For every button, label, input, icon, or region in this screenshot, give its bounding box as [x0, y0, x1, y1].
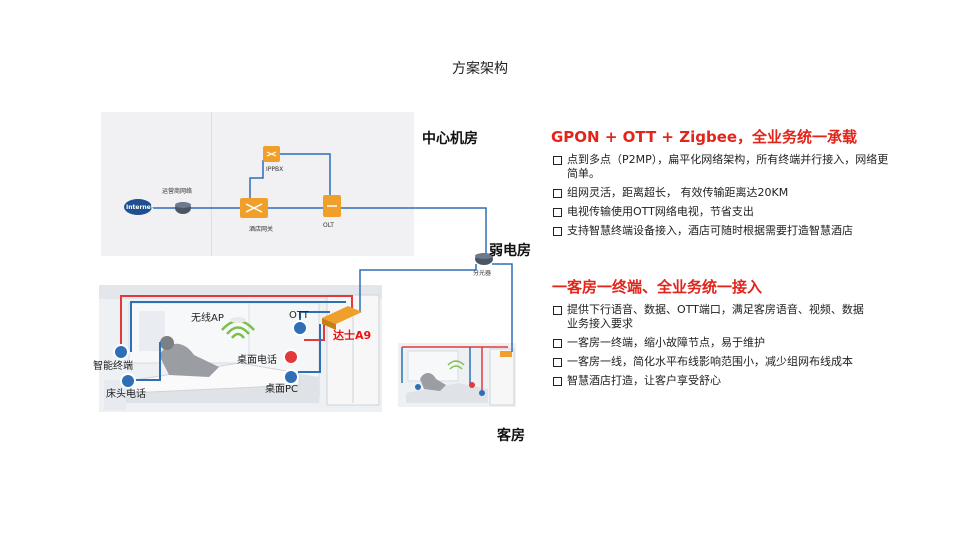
- section1-heading: GPON + OTT + Zigbee，全业务统一承载: [551, 128, 858, 146]
- central-room-panel: [101, 112, 414, 256]
- section2-bullet: 一客房一终端，缩小故障节点，易于维护: [552, 336, 872, 350]
- link-ippbx-olt: [280, 153, 331, 195]
- ott-endpoint-icon: [292, 320, 308, 336]
- smart-terminal-label: 智能终端: [93, 361, 133, 372]
- cable-phone: [304, 322, 325, 341]
- section1-bullet: 点到多点（P2MP），扁平化网络架构，所有终端并行接入，网络更简单。: [552, 153, 892, 181]
- section2-bullet-list: 提供下行语音、数据、OTT端口，满足客房语音、视频、数据业务接入要求 一客房一终…: [552, 303, 872, 393]
- carrier-network-label: 运营商网络: [162, 188, 193, 195]
- wireless-ap-label: 无线AP: [191, 313, 224, 324]
- ippbx-arrows-icon: [266, 151, 277, 157]
- desk-phone-endpoint-icon: [283, 349, 299, 365]
- a9-terminal-side-icon: [322, 318, 336, 330]
- wifi-arc-inner-icon: [231, 332, 245, 339]
- cable-blue-top: [130, 301, 346, 352]
- ippbx-label: IPPBX: [266, 166, 284, 173]
- section2-heading: 一客房一终端、全业务统一接入: [552, 278, 763, 296]
- link-splitter-room-small: [492, 263, 513, 352]
- zone-label-weak-room: 弱电房: [489, 243, 531, 259]
- section2-bullet: 智慧酒店打造，让客户享受舒心: [552, 374, 872, 388]
- internet-cloud-icon: [124, 199, 152, 215]
- link-olt-splitter: [340, 207, 487, 254]
- desk-phone-label: 桌面电话: [237, 355, 277, 366]
- bedside-phone-endpoint-icon: [120, 373, 136, 389]
- panel-divider: [211, 112, 212, 256]
- cable-pc: [298, 324, 321, 373]
- link-gateway-ippbx: [249, 160, 264, 198]
- guest-room-image-small: [398, 343, 516, 407]
- section1-bullet: 支持智慧终端设备接入，酒店可随时根据需要打造智慧酒店: [552, 224, 892, 238]
- internet-label: Internet: [126, 204, 154, 211]
- olt-label: OLT: [323, 222, 334, 229]
- zone-label-guest-room: 客房: [497, 428, 525, 444]
- ott-label: OTT: [289, 310, 309, 321]
- section1-bullet: 组网灵活，距离超长， 有效传输距离达20KM: [552, 186, 892, 200]
- hotel-gateway-label: 酒店网关: [249, 226, 274, 233]
- cable-bedside: [134, 342, 161, 381]
- desktop-pc-label: 桌面PC: [265, 384, 299, 395]
- router-top-icon: [175, 202, 191, 208]
- slide-title: 方案架构: [452, 61, 508, 77]
- zone-label-center: 中心机房: [422, 131, 478, 147]
- splitter-label: 分光器: [473, 270, 492, 277]
- desktop-pc-endpoint-icon: [283, 369, 299, 385]
- section2-bullet: 一客房一线，简化水平布线影响范围小，减少组网布线成本: [552, 355, 872, 369]
- section1-bullet: 电视传输使用OTT网络电视，节省支出: [552, 205, 892, 219]
- cable-red-top: [120, 295, 353, 352]
- gateway-arrows-icon: [245, 203, 263, 213]
- section1-bullet-list: 点到多点（P2MP），扁平化网络架构，所有终端并行接入，网络更简单。 组网灵活，…: [552, 153, 892, 243]
- a9-terminal-icon: [322, 306, 362, 324]
- link-splitter-room: [359, 264, 477, 312]
- bedside-phone-label: 床头电话: [106, 389, 146, 400]
- guest-room-mini-illustration: [398, 343, 516, 407]
- splitter-top-icon: [475, 253, 493, 259]
- wireless-ap-icon: [230, 317, 246, 323]
- section2-bullet: 提供下行语音、数据、OTT端口，满足客房语音、视频、数据业务接入要求: [552, 303, 872, 331]
- dashi-a9-label: 达士A9: [333, 329, 372, 342]
- smart-terminal-endpoint-icon: [113, 344, 129, 360]
- wifi-arc-mid-icon: [226, 326, 250, 335]
